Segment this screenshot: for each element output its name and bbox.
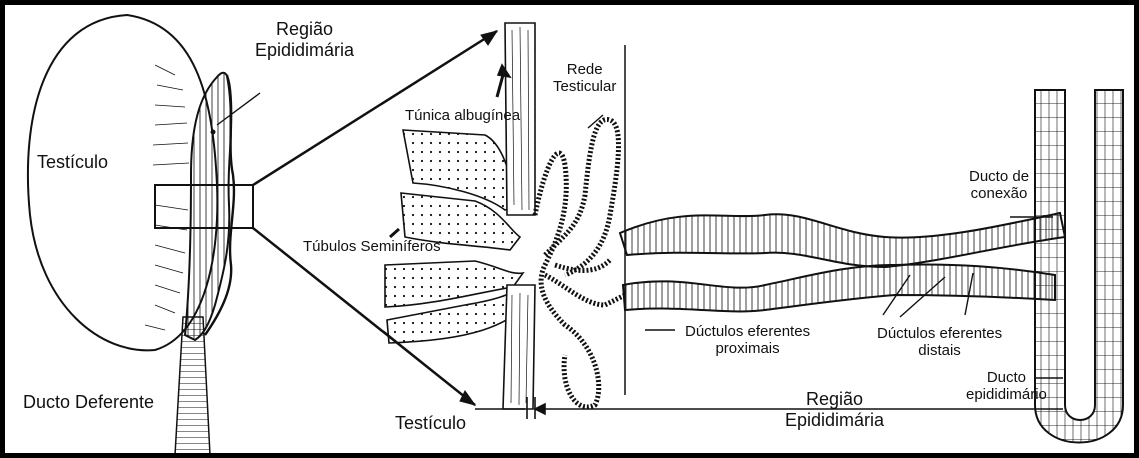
label-ducto-deferente: Ducto Deferente xyxy=(23,392,154,413)
label-regiao-epididimaria-bottom-line-1: Região xyxy=(785,389,884,410)
label-ductulos-proximais: Dúctulos eferentes proximais xyxy=(685,323,810,358)
label-ducto-conexao: Ducto de conexão xyxy=(969,168,1029,203)
label-ductulos-proximais-line-1: Dúctulos eferentes xyxy=(685,323,810,340)
label-ductulos-distais-line-1: Dúctulos eferentes xyxy=(877,325,1002,342)
label-rede-testicular-line-1: Rede xyxy=(553,61,616,78)
label-ducto-epididimario-line-2: epididimário xyxy=(966,386,1047,403)
label-tunica-albuginea: Túnica albugínea xyxy=(405,107,520,124)
label-ductulos-distais-line-2: distais xyxy=(877,342,1002,359)
label-regiao-epididimaria-top-line-1: Região xyxy=(255,19,354,40)
label-regiao-epididimaria-bottom-line-2: Epididimária xyxy=(785,410,884,431)
label-ducto-epididimario-line-1: Ducto xyxy=(966,369,1047,386)
label-rede-testicular: Rede Testicular xyxy=(553,61,616,96)
label-rede-testicular-line-2: Testicular xyxy=(553,78,616,95)
label-regiao-epididimaria-top: Região Epididimária xyxy=(255,19,354,60)
rete-testis xyxy=(535,119,625,407)
label-testiculo-left: Testículo xyxy=(37,152,108,173)
label-ductulos-distais: Dúctulos eferentes distais xyxy=(877,325,1002,360)
label-testiculo-bottom: Testículo xyxy=(395,413,466,434)
label-ducto-conexao-line-1: Ducto de xyxy=(969,168,1029,185)
vas-deferens xyxy=(175,317,210,455)
label-ductulos-proximais-line-2: proximais xyxy=(685,340,810,357)
label-tubulos-seminiferos: Túbulos Seminíferos xyxy=(303,238,441,255)
label-ducto-conexao-line-2: conexão xyxy=(969,185,1029,202)
label-regiao-epididimaria-top-line-2: Epididimária xyxy=(255,40,354,61)
efferent-ductules xyxy=(620,213,1065,311)
label-regiao-epididimaria-bottom: Região Epididimária xyxy=(785,389,884,430)
epididymal-duct xyxy=(1035,90,1123,443)
label-ducto-epididimario: Ducto epididimário xyxy=(966,369,1047,404)
